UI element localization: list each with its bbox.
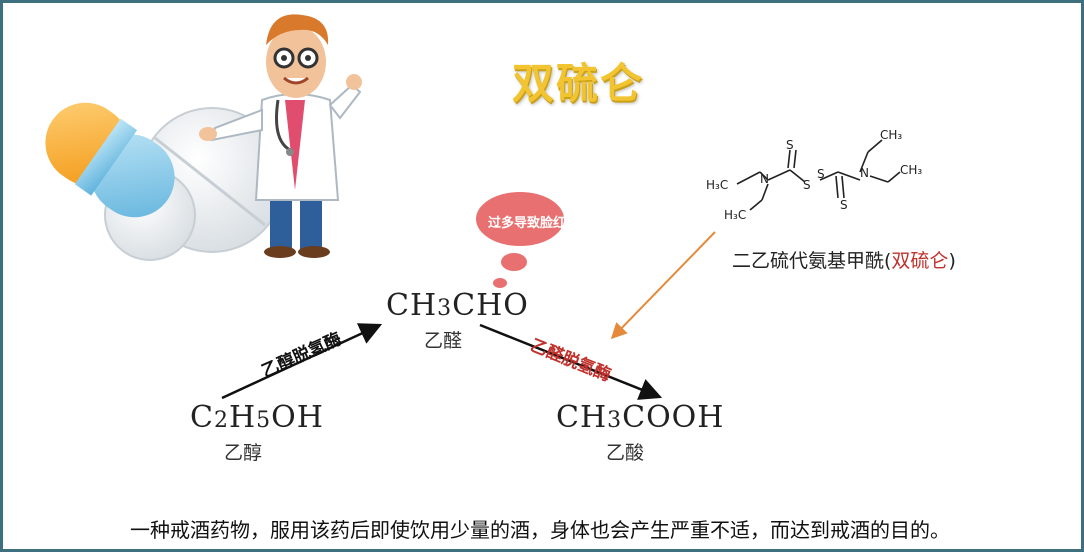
thought-bubble <box>476 192 564 288</box>
caption: 一种戒酒药物，服用该药后即使饮用少量的酒，身体也会产生严重不适，而达到戒酒的目的… <box>130 518 950 542</box>
formula-subscript: 3 <box>437 296 453 321</box>
formula-part: COOH <box>622 400 725 435</box>
formula-part: OH <box>271 400 324 435</box>
disulfiram-structure <box>736 139 901 211</box>
atom-label-s: S <box>817 167 825 181</box>
atom-label-s: S <box>786 138 794 152</box>
name-acetaldehyde: 乙醛 <box>424 330 463 352</box>
formula-part: CH <box>556 400 608 435</box>
page-title: 双硫仑 <box>512 59 645 108</box>
name-ethanol: 乙醇 <box>224 442 263 464</box>
formula-subscript: 2 <box>213 408 229 433</box>
atom-label-h3c: H₃C <box>724 208 747 222</box>
formula-part: H <box>228 400 257 435</box>
formula-part: CH <box>386 288 438 323</box>
bubble-text: 过多导致脸红 <box>488 216 567 231</box>
formula-subscript: 3 <box>607 408 623 433</box>
formula-subscript: 5 <box>256 408 272 433</box>
formula-part: C <box>190 400 214 435</box>
compound-name: 二乙硫代氨基甲酰(双硫仑) <box>732 246 956 273</box>
atom-label-ch3: CH₃ <box>880 128 903 142</box>
atom-label-n: N <box>860 166 869 180</box>
atom-label-ch3: CH₃ <box>900 163 923 177</box>
atom-label-h3c: H₃C <box>706 178 729 192</box>
arrow-acetaldehyde-to-acetic-acid <box>479 323 663 400</box>
compound-name-prefix: 二乙硫代氨基甲酰( <box>732 250 892 272</box>
doctor-illustration <box>199 14 362 258</box>
formula-acetaldehyde: CH3CHO <box>386 288 529 323</box>
atom-label-s: S <box>803 178 811 192</box>
formula-part: CHO <box>452 288 529 323</box>
arrow-ethanol-to-acetaldehyde <box>221 323 383 400</box>
formula-acetic-acid: CH3COOH <box>556 400 724 435</box>
formula-ethanol: C2H5OH <box>190 400 324 435</box>
arrow-inhibitor <box>610 231 716 340</box>
compound-name-suffix: ) <box>948 250 956 272</box>
atom-label-s: S <box>840 198 848 212</box>
atom-label-n: N <box>760 172 769 186</box>
capsule-illustration <box>45 102 175 218</box>
name-acetic-acid: 乙酸 <box>606 442 645 464</box>
compound-name-highlight: 双硫仑 <box>891 250 949 272</box>
